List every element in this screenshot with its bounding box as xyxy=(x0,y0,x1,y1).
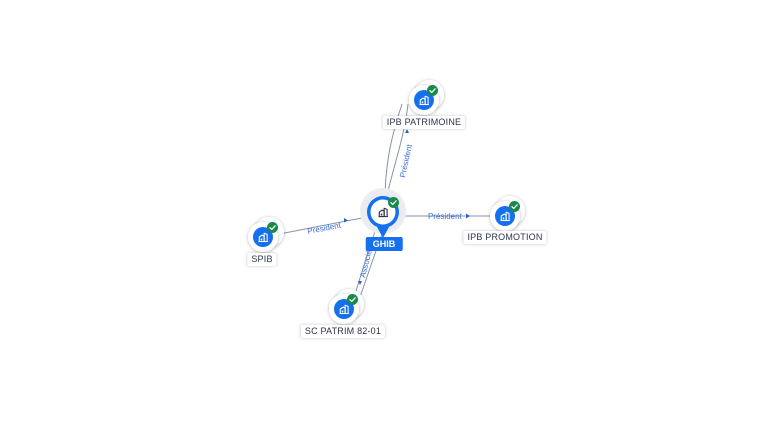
node-label-sc-patrim[interactable]: SC PATRIM 82-01 xyxy=(300,325,386,338)
node-spib[interactable] xyxy=(248,217,284,252)
edge-label: Président xyxy=(428,212,463,221)
verified-check-icon xyxy=(388,197,399,208)
edge-sc-patrim[interactable]: Associé xyxy=(351,222,387,304)
verified-check-icon xyxy=(347,294,358,305)
verified-check-icon xyxy=(267,222,278,233)
edge-arrow-icon xyxy=(405,129,409,133)
edge-label: Président xyxy=(398,143,414,179)
center-node-ghib[interactable] xyxy=(360,188,406,238)
edge-label: Président xyxy=(307,221,343,236)
center-node-label[interactable]: GHIB xyxy=(365,237,403,251)
edge-arrow-icon xyxy=(466,213,470,219)
node-label-spib[interactable]: SPIB xyxy=(247,253,277,266)
node-label-ipb-patrimoine[interactable]: IPB PATRIMOINE xyxy=(382,116,466,129)
node-sc-patrim[interactable] xyxy=(329,289,364,324)
node-ipb-promotion[interactable] xyxy=(490,196,525,231)
verified-check-icon xyxy=(427,85,438,96)
verified-check-icon xyxy=(509,201,520,212)
edge-ipb-promotion[interactable]: Président xyxy=(394,212,505,221)
edge-arrow-icon xyxy=(344,218,348,223)
edge-arrow-icon xyxy=(358,281,362,285)
node-label-ipb-promotion[interactable]: IPB PROMOTION xyxy=(463,231,547,244)
node-ipb-patrimoine[interactable] xyxy=(409,80,444,115)
